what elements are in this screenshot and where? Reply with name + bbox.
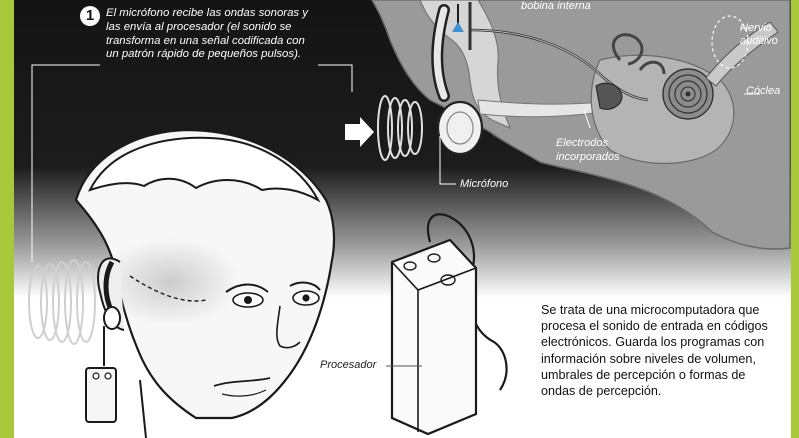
label-bobina-interna: bobina interna <box>521 0 611 13</box>
step-number-badge: 1 <box>80 6 100 26</box>
label-nervio-auditivo: Nervio auditivo <box>740 22 792 48</box>
label-coclea: Cóclea <box>746 85 792 98</box>
processor-description: Se trata de una microcomputadora que pro… <box>541 302 783 399</box>
small-processor <box>86 368 116 422</box>
label-procesador: Procesador <box>320 359 388 372</box>
cochlea-spiral <box>663 69 713 119</box>
right-border <box>791 0 799 438</box>
label-electrodos: Electrodos incorporados <box>556 136 638 164</box>
step-description: El micrófono recibe las ondas sonoras y … <box>106 7 318 62</box>
left-border <box>0 0 14 438</box>
label-microfono: Micrófono <box>460 178 530 191</box>
